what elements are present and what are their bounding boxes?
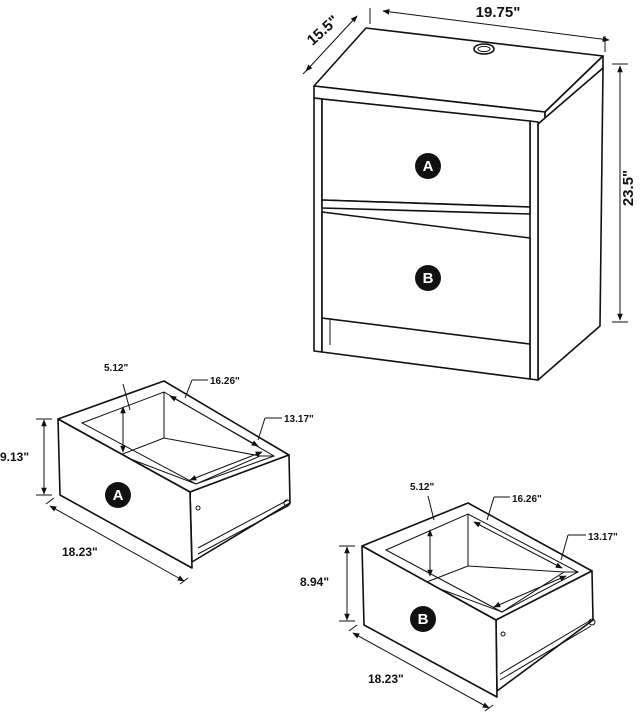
drawer-a-inner-depth-label: 16.26" — [210, 376, 240, 387]
depth-label: 15.5" — [304, 12, 342, 49]
drawer-a-front-width-label: 18.23" — [62, 545, 98, 559]
badge-a-label: A — [423, 158, 434, 175]
drawer-b-badge-label: B — [418, 611, 429, 628]
badge-b-nightstand: B — [415, 265, 441, 291]
dimension-height: 23.5" — [612, 63, 637, 323]
drawer-a-badge-label: A — [113, 487, 124, 504]
nightstand-side-panel — [537, 67, 604, 381]
drawer-b-inner-height-label: 5.12" — [410, 482, 434, 493]
badge-a-nightstand: A — [415, 153, 441, 179]
nightstand-right-frame — [529, 120, 539, 381]
nightstand-left-frame — [313, 97, 323, 353]
badge-a-drawer: A — [105, 482, 131, 508]
drawer-a-inner-height-label: 5.12" — [104, 363, 128, 374]
dimension-width: 19.75" — [369, 4, 610, 52]
drawer-a-inner-width-label: 13.17" — [284, 414, 314, 425]
drawer-b-front-height-label: 8.94" — [300, 575, 329, 589]
nightstand: A B 15.5" 19.75" 23.5" — [302, 4, 637, 381]
drawer-a-front-height-label: 9.13" — [0, 450, 29, 464]
drawer-divider-rail — [321, 199, 531, 215]
badge-b-drawer: B — [410, 606, 436, 632]
drawer-a: A 5.12" 16.26" 13.17" 9.13" 18.23" — [0, 363, 314, 585]
drawer-b-inner-width-label: 13.17" — [588, 532, 618, 543]
height-label: 23.5" — [620, 170, 637, 206]
cable-grommet-icon — [473, 43, 495, 55]
badge-b-label: B — [423, 270, 434, 287]
width-label: 19.75" — [476, 4, 521, 21]
drawer-b-front-width-label: 18.23" — [368, 672, 404, 686]
drawer-b: B 5.12" 16.26" 13.17" 8.94" 18.23" — [300, 482, 618, 712]
drawer-b-inner-depth-label: 16.26" — [512, 494, 542, 505]
